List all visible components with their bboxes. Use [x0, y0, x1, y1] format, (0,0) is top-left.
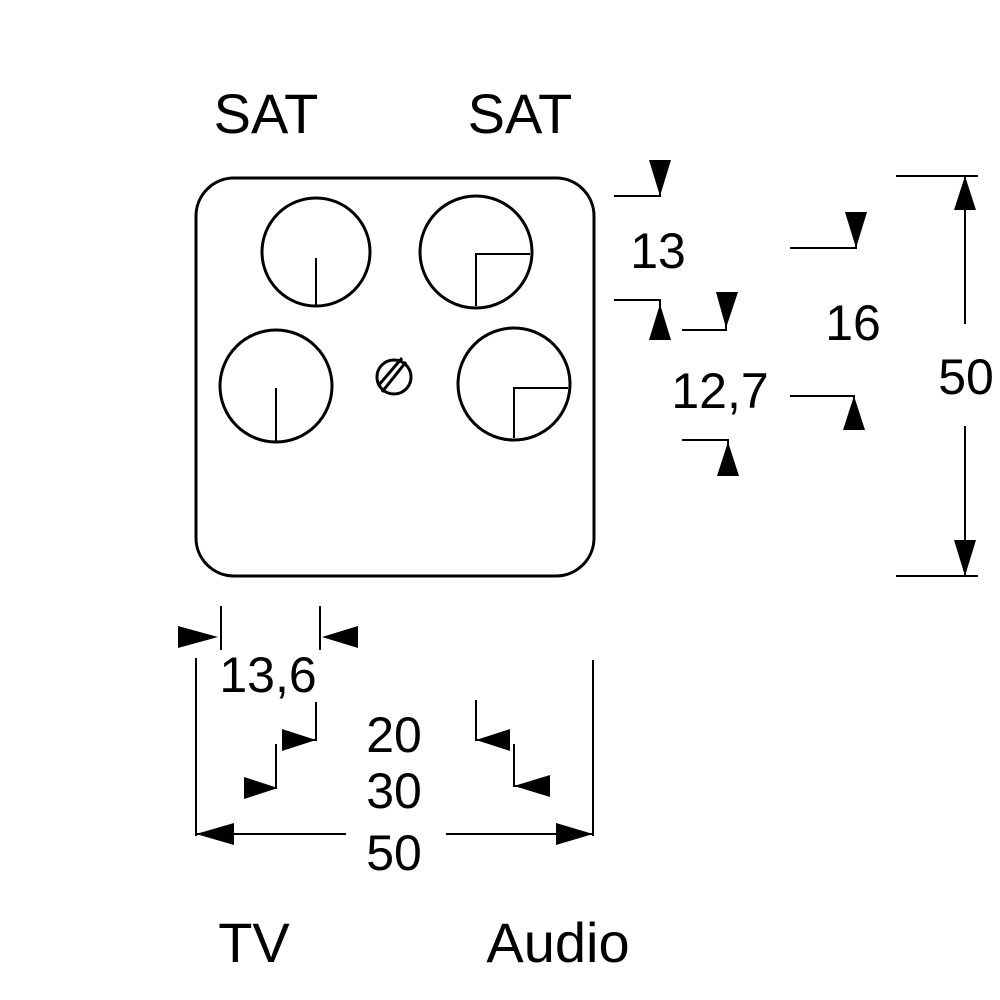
socket-sat-right [418, 194, 534, 310]
dimension-50-horizontal [195, 658, 594, 845]
dimension-12-7 [682, 292, 739, 476]
dimension-13-6 [178, 606, 358, 650]
socket-audio [456, 326, 572, 442]
center-screw [375, 357, 413, 396]
dimension-50-vertical-label: 50 [938, 349, 994, 405]
dimension-13 [614, 160, 671, 340]
dimension-16-label: 16 [825, 295, 881, 351]
label-sat-right: SAT [468, 82, 573, 145]
dimension-16 [790, 212, 867, 430]
dimension-30 [244, 744, 550, 799]
cover-plate-outline [194, 176, 596, 578]
label-sat-left: SAT [214, 82, 319, 145]
dimension-20 [282, 700, 510, 751]
dimension-13-6-label: 13,6 [219, 647, 316, 703]
label-tv: TV [218, 911, 290, 974]
dimension-13-label: 13 [630, 223, 686, 279]
dimension-50-horizontal-label: 50 [366, 825, 422, 881]
dimension-12-7-label: 12,7 [671, 363, 768, 419]
socket-sat-left [260, 196, 372, 308]
socket-tv [218, 328, 334, 444]
label-audio: Audio [486, 911, 629, 974]
dimension-30-label: 30 [366, 763, 422, 819]
dimension-50-vertical [896, 175, 978, 577]
dimension-20-label: 20 [366, 707, 422, 763]
